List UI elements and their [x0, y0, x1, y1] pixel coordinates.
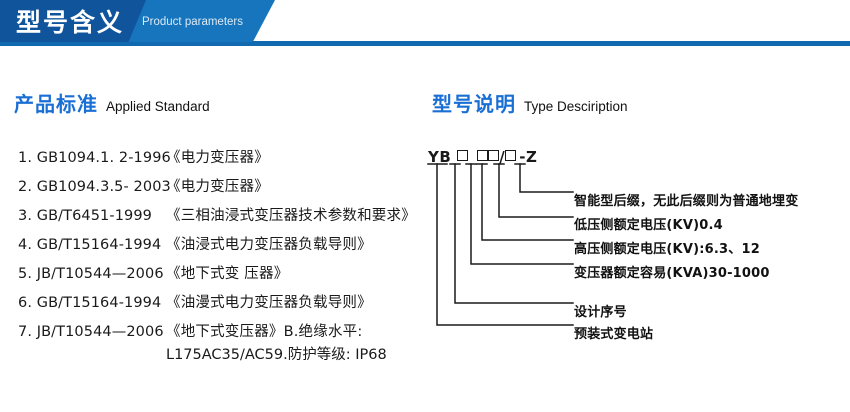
standard-code: 6. GB/T15164-1994 — [18, 295, 162, 311]
standard-name: 《油浸式电力变压器负载导则》 — [166, 237, 372, 253]
standards-continuation-line: L175AC35/AC59.防护等级: IP68 — [166, 347, 387, 363]
standard-row: 5. JB/T10544—2006《地下式变 压器》 — [18, 262, 428, 291]
standard-code: 4. GB/T15164-1994 — [18, 237, 162, 253]
annotation-label: 变压器额定容易(KVA)30-1000 — [574, 266, 770, 281]
standard-row: 3. GB/T6451-1999 《三相油浸式变压器技术参数和要求》 — [18, 204, 428, 233]
code-slash: / — [499, 148, 506, 166]
code-box-design-serial — [457, 150, 469, 161]
annotation-label: 高压侧额定电压(KV):6.3、12 — [574, 242, 760, 257]
standard-code: 7. JB/T10544—2006 — [18, 324, 164, 340]
code-suffix: Z — [526, 148, 538, 166]
code-prefix: YB — [428, 148, 452, 166]
standard-name: 《地下式变压器》B.绝缘水平: — [166, 324, 363, 340]
standard-code: 1. GB1094.1. 2-1996 — [18, 150, 171, 166]
code-box-capacity-2 — [488, 150, 500, 161]
annotation-label: 低压侧额定电压(KV)0.4 — [574, 218, 723, 233]
annotation-label: 智能型后缀，无此后缀则为普通地埋变 — [574, 194, 799, 209]
standard-code: 2. GB1094.3.5- 2003 — [18, 179, 171, 195]
type-code-string: YB /-Z — [428, 148, 537, 166]
standard-name: 《电力变压器》 — [166, 179, 269, 195]
section-heading-en: Applied Standard — [106, 99, 210, 114]
standard-row: 1. GB1094.1. 2-1996《电力变压器》 — [18, 146, 428, 175]
page-header-banner: 型号含义 Product parameters — [0, 0, 850, 50]
section-heading-cn: 型号说明 — [432, 92, 516, 116]
section-heading-cn: 产品标准 — [14, 92, 98, 116]
standard-row: 6. GB/T15164-1994《油漫式电力变压器负载导则》 — [18, 291, 428, 320]
header-title-shape — [0, 0, 146, 42]
code-dash: - — [519, 148, 527, 166]
standard-code: 5. JB/T10544—2006 — [18, 266, 164, 282]
standard-name: 《三相油浸式变压器技术参数和要求》 — [166, 208, 416, 224]
section-heading-applied-standard: 产品标准 Applied Standard — [14, 88, 210, 117]
annotation-label: 预装式变电站 — [574, 327, 654, 342]
section-heading-en: Type Desciription — [524, 99, 628, 114]
standard-name: 《电力变压器》 — [166, 150, 269, 166]
header-title-en: Product parameters — [142, 16, 243, 28]
standard-row: 7. JB/T10544—2006《地下式变压器》B.绝缘水平: — [18, 320, 428, 349]
standards-list: 1. GB1094.1. 2-1996《电力变压器》2. GB1094.3.5-… — [18, 146, 428, 349]
standard-row: 2. GB1094.3.5- 2003《电力变压器》 — [18, 175, 428, 204]
header-rule — [0, 41, 850, 46]
standard-name: 《地下式变 压器》 — [166, 266, 289, 282]
standard-row: 4. GB/T15164-1994《油浸式电力变压器负载导则》 — [18, 233, 428, 262]
header-title-cn: 型号含义 — [16, 8, 125, 37]
code-box-lv-voltage — [505, 150, 517, 161]
standard-code: 3. GB/T6451-1999 — [18, 208, 153, 224]
section-heading-type-description: 型号说明 Type Desciription — [432, 88, 628, 117]
annotation-label: 设计序号 — [574, 305, 627, 320]
code-box-capacity-1 — [477, 150, 489, 161]
standard-name: 《油漫式电力变压器负载导则》 — [166, 295, 372, 311]
